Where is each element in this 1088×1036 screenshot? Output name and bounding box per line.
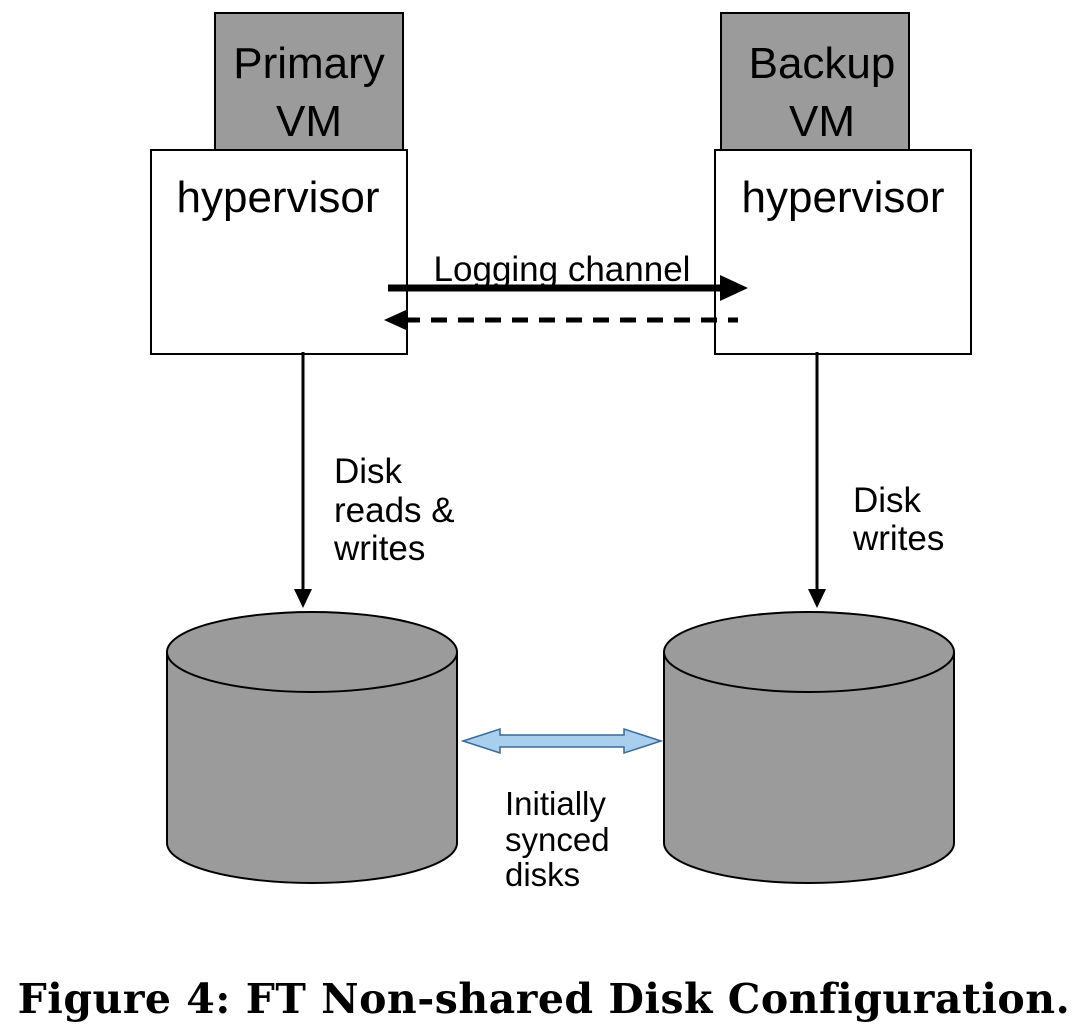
double-arrow-icon: [460, 727, 664, 755]
sync-label-line2: synced: [505, 821, 610, 858]
backup-disk-io: Disk writes: [808, 352, 944, 608]
primary-vm: Primary VM: [214, 12, 404, 152]
backup-disk-io-label-line2: writes: [852, 519, 944, 558]
figure-caption: Figure 4: FT Non-shared Disk Configurati…: [17, 975, 1071, 1023]
backup-disk-body: [663, 652, 955, 884]
logging-channel: Logging channel: [384, 250, 748, 330]
primary-disk: [166, 611, 458, 884]
backup-vm-label-line1: Backup: [749, 39, 896, 88]
primary-disk-top: [166, 611, 458, 693]
primary-disk-io-arrowhead: [294, 589, 312, 608]
primary-vm-box: [214, 12, 404, 152]
primary-vm-label-line1: Primary: [233, 39, 385, 88]
backup-disk: [663, 611, 955, 884]
logging-channel-arrowhead: [720, 275, 748, 301]
ft-diagram: Primary VM Backup VM hypervisor hypervis…: [150, 12, 972, 893]
backup-vm-box: [720, 12, 910, 152]
backup-hypervisor-label: hypervisor: [742, 173, 945, 222]
primary-disk-body: [166, 652, 458, 884]
backup-disk-io-label-line1: Disk: [853, 481, 922, 520]
sync-arrow: Initially synced disks: [460, 727, 664, 893]
backup-hypervisor-box: [714, 149, 972, 355]
ack-channel-arrowhead: [384, 310, 406, 330]
backup-vm: Backup VM: [720, 12, 910, 152]
primary-disk-io-label-line3: writes: [333, 529, 425, 568]
primary-disk-io: Disk reads & writes: [294, 352, 455, 608]
backup-disk-top: [663, 611, 955, 693]
primary-disk-io-label-line2: reads &: [334, 491, 455, 530]
primary-vm-label-line2: VM: [276, 97, 342, 146]
primary-hypervisor-label: hypervisor: [177, 173, 380, 222]
sync-label-line3: disks: [505, 856, 580, 893]
primary-disk-io-label-line1: Disk: [334, 452, 403, 491]
logging-channel-label: Logging channel: [434, 250, 691, 289]
backup-disk-io-arrowhead: [808, 589, 826, 608]
sync-label-line1: Initially: [505, 785, 606, 822]
primary-hypervisor: hypervisor: [150, 149, 408, 355]
primary-hypervisor-box: [150, 149, 408, 355]
backup-vm-label-line2: VM: [789, 97, 855, 146]
backup-hypervisor: hypervisor: [714, 149, 972, 355]
